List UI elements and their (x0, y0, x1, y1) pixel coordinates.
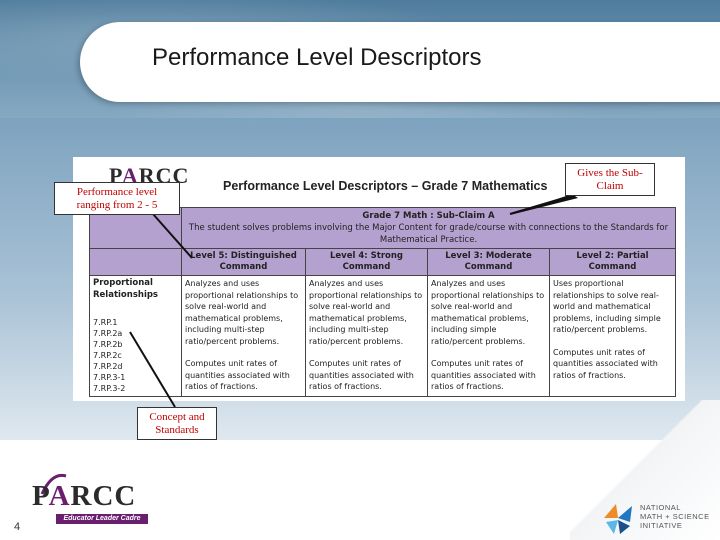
level-2-header: Level 2: Partial Command (548, 248, 677, 276)
level-header-row: Level 5: Distinguished Command Level 4: … (89, 248, 677, 276)
descriptor-text: Computes unit rates of quantities associ… (431, 359, 536, 391)
level-2-descriptor: Uses proportional relationships to solve… (548, 275, 677, 397)
subclaim-text: The student solves problems involving th… (188, 223, 669, 245)
parcc-logo: PARCC (32, 480, 136, 513)
standards-list: 7.RP.1 7.RP.2a 7.RP.2b 7.RP.2c 7.RP.2d 7… (93, 317, 178, 394)
level-5-descriptor: Analyzes and uses proportional relations… (181, 275, 306, 397)
page-curl-decoration (570, 400, 720, 540)
logo-letter: P (109, 163, 122, 188)
descriptor-text: Computes unit rates of quantities associ… (185, 359, 290, 391)
level-4-header: Level 4: Strong Command (305, 248, 428, 276)
descriptor-text: Computes unit rates of quantities associ… (309, 359, 414, 391)
document-heading: Performance Level Descriptors – Grade 7 … (223, 179, 548, 193)
spacer (185, 347, 302, 358)
descriptor-text: Uses proportional relationships to solve… (553, 279, 661, 334)
nms-shape-cyan (606, 520, 618, 534)
subclaim-row: Grade 7 Math : Sub-Claim A The student s… (89, 207, 677, 249)
nms-line: NATIONAL (640, 503, 681, 512)
parcc-swoosh-icon (40, 473, 67, 495)
standard-item: 7.RP.3-1 (93, 373, 126, 382)
topic-cell: Proportional Relationships 7.RP.1 7.RP.2… (89, 275, 182, 397)
descriptor-row: Proportional Relationships 7.RP.1 7.RP.2… (89, 275, 677, 397)
corner-cell (89, 248, 182, 276)
logo-letters: RCC (70, 480, 137, 512)
level-4-descriptor: Analyzes and uses proportional relations… (305, 275, 428, 397)
nms-line: INITIATIVE (640, 521, 683, 530)
standard-item: 7.RP.2b (93, 340, 123, 349)
subclaim-heading: Grade 7 Math : Sub-Claim A (362, 211, 495, 221)
performance-level-callout: Performance level ranging from 2 - 5 (54, 182, 180, 215)
logo-letter: P (32, 480, 49, 512)
standard-item: 7.RP.2a (93, 329, 123, 338)
nms-logo-icon (604, 504, 632, 534)
nms-wordmark: NATIONAL MATH + SCIENCE INITIATIVE (640, 503, 710, 530)
pld-table: Grade 7 Math : Sub-Claim A The student s… (89, 207, 677, 397)
subclaim-cell: Grade 7 Math : Sub-Claim A The student s… (180, 207, 677, 249)
page-number: 4 (14, 521, 21, 533)
standard-item: 7.RP.2d (93, 362, 123, 371)
educator-leader-cadre-banner: Educator Leader Cadre (56, 514, 148, 524)
nms-shape-blue (618, 506, 632, 522)
logo-letter-a: A (121, 163, 139, 188)
nms-shape-navy (618, 520, 630, 534)
topic-label: Proportional Relationships (93, 278, 158, 300)
standard-item: 7.RP.3-2 (93, 384, 126, 393)
standard-item: 7.RP.2c (93, 351, 122, 360)
nms-shape-orange (604, 504, 618, 518)
logo-letter-a: A (48, 480, 71, 512)
level-5-header: Level 5: Distinguished Command (181, 248, 306, 276)
descriptor-text: Computes unit rates of quantities associ… (553, 347, 658, 380)
level-3-descriptor: Analyzes and uses proportional relations… (427, 275, 550, 397)
spacer (309, 347, 424, 358)
title-container (80, 22, 720, 102)
level-3-header: Level 3: Moderate Command (427, 248, 550, 276)
swoosh-path (40, 473, 67, 495)
concept-standards-callout: Concept and Standards (137, 407, 217, 440)
descriptor-text: Analyzes and uses proportional relations… (431, 279, 545, 346)
spacer (553, 336, 672, 347)
spacer (431, 347, 546, 358)
nms-line: MATH + SCIENCE (640, 512, 710, 521)
standard-item: 7.RP.1 (93, 318, 118, 327)
descriptor-text: Analyzes and uses proportional relations… (309, 279, 423, 346)
slide-title: Performance Level Descriptors (152, 44, 482, 71)
subclaim-callout: Gives the Sub-Claim (565, 163, 655, 196)
descriptor-text: Analyzes and uses proportional relations… (185, 279, 299, 346)
